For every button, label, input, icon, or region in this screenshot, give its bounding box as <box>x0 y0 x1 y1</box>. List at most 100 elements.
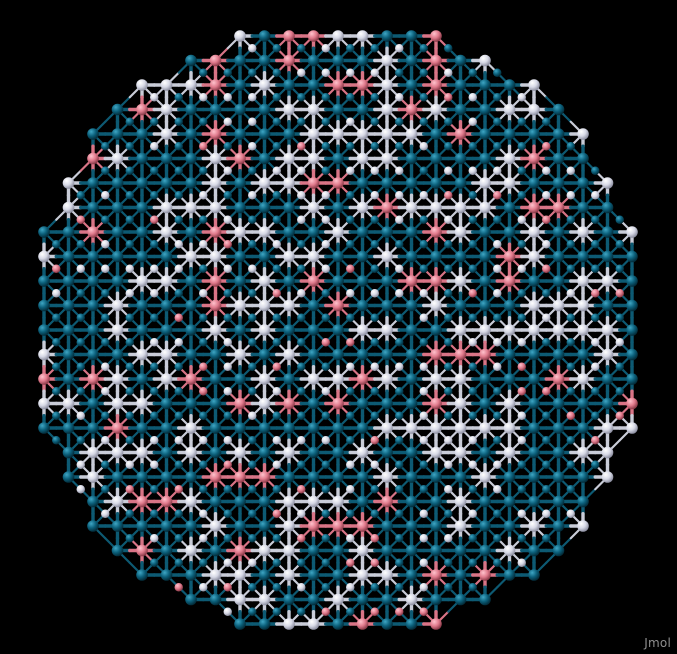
teal-atom <box>346 313 355 322</box>
pink-atom <box>346 264 355 273</box>
pink-atom <box>626 397 638 410</box>
white-atom <box>419 191 428 200</box>
teal-atom <box>370 142 379 151</box>
teal-atom <box>542 534 551 543</box>
teal-atom <box>125 387 134 396</box>
white-atom <box>258 79 271 91</box>
teal-atom <box>136 471 148 483</box>
white-atom <box>111 324 124 336</box>
white-atom <box>430 299 442 312</box>
teal-atom <box>125 313 134 322</box>
teal-atom <box>111 226 124 238</box>
pink-atom <box>591 289 600 298</box>
teal-atom <box>52 313 61 322</box>
teal-atom <box>185 226 197 238</box>
white-atom <box>199 240 208 249</box>
teal-atom <box>381 275 393 287</box>
white-atom <box>150 93 159 102</box>
teal-atom <box>321 362 330 371</box>
teal-atom <box>125 362 134 371</box>
teal-atom <box>174 215 183 224</box>
teal-atom <box>626 275 638 287</box>
teal-atom <box>185 471 197 483</box>
pink-atom <box>160 495 173 508</box>
teal-atom <box>38 226 50 238</box>
white-atom <box>297 68 306 77</box>
teal-atom <box>542 460 551 469</box>
white-atom <box>209 177 222 189</box>
white-atom <box>395 44 404 53</box>
teal-atom <box>503 299 516 312</box>
white-atom <box>199 289 208 298</box>
teal-atom <box>493 215 502 224</box>
jmol-watermark: Jmol <box>644 636 671 650</box>
white-atom <box>297 166 306 175</box>
teal-atom <box>62 226 75 238</box>
white-atom <box>405 201 418 214</box>
white-atom <box>52 289 61 298</box>
white-atom <box>199 93 208 102</box>
pink-atom <box>321 338 330 347</box>
teal-atom <box>321 142 330 151</box>
teal-atom <box>356 275 369 287</box>
pink-atom <box>199 142 208 151</box>
white-atom <box>258 275 271 287</box>
teal-atom <box>503 348 516 361</box>
white-atom <box>542 240 551 249</box>
teal-atom <box>332 324 344 336</box>
teal-atom <box>444 338 453 347</box>
teal-atom <box>272 215 281 224</box>
teal-atom <box>136 422 148 434</box>
teal-atom <box>199 411 208 420</box>
white-atom <box>258 177 271 189</box>
white-atom <box>528 250 540 263</box>
white-atom <box>101 436 110 445</box>
teal-atom <box>136 152 148 165</box>
teal-atom <box>346 215 355 224</box>
white-atom <box>577 446 589 459</box>
pink-atom <box>444 93 453 102</box>
teal-atom <box>479 275 491 287</box>
white-atom <box>356 569 369 581</box>
white-atom <box>479 422 491 434</box>
white-atom <box>503 446 516 459</box>
teal-atom <box>370 44 379 53</box>
teal-atom <box>419 460 428 469</box>
white-atom <box>283 299 295 312</box>
teal-atom <box>454 177 467 189</box>
teal-atom <box>381 593 393 606</box>
white-atom <box>234 593 246 606</box>
teal-atom <box>174 411 183 420</box>
white-atom <box>136 348 148 361</box>
pink-atom <box>297 534 306 543</box>
teal-atom <box>528 373 540 385</box>
white-atom <box>503 152 516 165</box>
teal-atom <box>248 387 257 396</box>
white-atom <box>174 264 183 273</box>
pink-atom <box>223 460 232 469</box>
teal-atom <box>272 191 281 200</box>
teal-atom <box>444 142 453 151</box>
teal-atom <box>199 166 208 175</box>
teal-atom <box>552 226 565 238</box>
white-atom <box>356 30 369 42</box>
teal-atom <box>395 117 404 126</box>
white-atom <box>577 520 589 532</box>
teal-atom <box>160 152 173 165</box>
pink-atom <box>283 30 295 42</box>
white-atom <box>297 289 306 298</box>
teal-atom <box>332 618 344 630</box>
teal-atom <box>76 338 85 347</box>
teal-atom <box>419 166 428 175</box>
teal-atom <box>332 275 344 287</box>
teal-atom <box>601 201 614 214</box>
teal-atom <box>52 240 61 249</box>
white-atom <box>503 324 516 336</box>
teal-atom <box>395 68 404 77</box>
teal-atom <box>493 387 502 396</box>
white-atom <box>493 264 502 273</box>
teal-atom <box>62 348 75 361</box>
white-atom <box>248 44 257 53</box>
